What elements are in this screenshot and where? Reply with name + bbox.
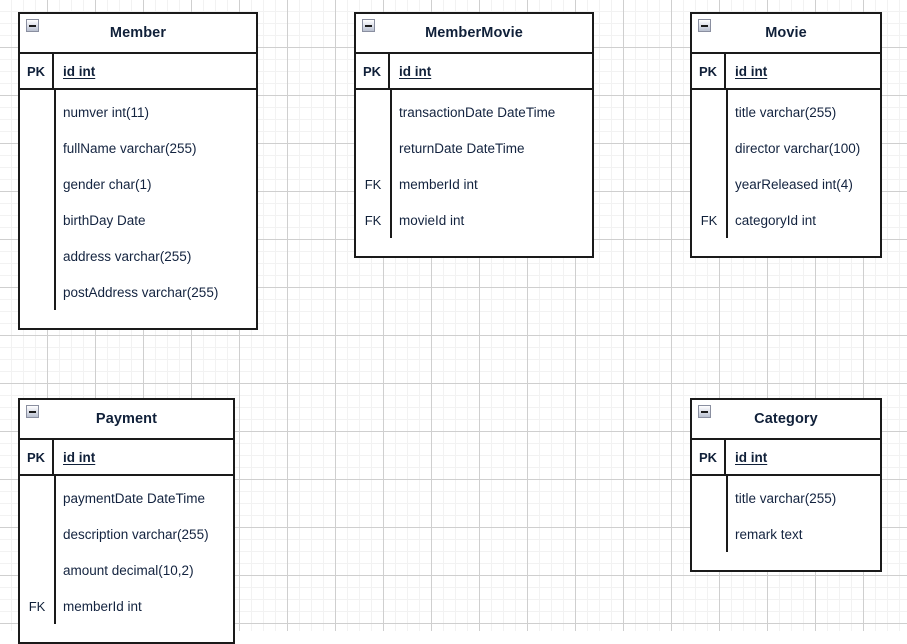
attribute-name: birthDay Date bbox=[63, 212, 146, 228]
column-divider bbox=[726, 90, 728, 238]
primary-key-row[interactable]: PK id int bbox=[692, 440, 880, 476]
attribute-name: description varchar(255) bbox=[63, 526, 209, 542]
attribute-name: gender char(1) bbox=[63, 176, 152, 192]
attribute-row[interactable]: birthDay Date bbox=[20, 202, 256, 238]
primary-key-name: id int bbox=[735, 63, 768, 79]
attribute-row[interactable]: remark text bbox=[692, 516, 880, 552]
attribute-row[interactable]: address varchar(255) bbox=[20, 238, 256, 274]
attribute-row[interactable]: FK memberId int bbox=[356, 166, 592, 202]
minimize-icon[interactable] bbox=[698, 405, 711, 418]
entity-header[interactable]: Movie bbox=[692, 14, 880, 54]
attribute-row[interactable]: fullName varchar(255) bbox=[20, 130, 256, 166]
attribute-name: movieId int bbox=[399, 212, 465, 228]
primary-key-row[interactable]: PK id int bbox=[20, 54, 256, 90]
attribute-name: title varchar(255) bbox=[735, 490, 837, 506]
attribute-row[interactable]: postAddress varchar(255) bbox=[20, 274, 256, 310]
primary-key-row[interactable]: PK id int bbox=[692, 54, 880, 90]
attribute-name: categoryId int bbox=[735, 212, 817, 228]
attribute-list: title varchar(255) director varchar(100) y… bbox=[692, 90, 880, 256]
entity-title: Movie bbox=[765, 24, 807, 41]
foreign-key-badge: FK bbox=[364, 176, 382, 192]
entity-title: Category bbox=[754, 410, 818, 427]
attribute-name: director varchar(100) bbox=[735, 140, 861, 156]
column-divider bbox=[726, 476, 728, 552]
primary-key-row[interactable]: PK id int bbox=[356, 54, 592, 90]
attribute-row[interactable]: paymentDate DateTime bbox=[20, 480, 233, 516]
attribute-row[interactable]: transactionDate DateTime bbox=[356, 94, 592, 130]
entity-header[interactable]: MemberMovie bbox=[356, 14, 592, 54]
attribute-name: remark text bbox=[735, 526, 803, 542]
primary-key-name: id int bbox=[735, 449, 768, 465]
attribute-row[interactable]: FK movieId int bbox=[356, 202, 592, 238]
attribute-name: yearReleased int(4) bbox=[735, 176, 853, 192]
primary-key-name: id int bbox=[63, 449, 96, 465]
primary-key-name: id int bbox=[63, 63, 96, 79]
attribute-name: amount decimal(10,2) bbox=[63, 562, 194, 578]
entity-header[interactable]: Member bbox=[20, 14, 256, 54]
column-divider bbox=[54, 476, 56, 624]
primary-key-badge: PK bbox=[20, 440, 54, 474]
attribute-row[interactable]: returnDate DateTime bbox=[356, 130, 592, 166]
minimize-icon[interactable] bbox=[698, 19, 711, 32]
attribute-name: fullName varchar(255) bbox=[63, 140, 197, 156]
attribute-list: paymentDate DateTime description varchar(… bbox=[20, 476, 233, 642]
entity-title: MemberMovie bbox=[425, 24, 523, 41]
attribute-name: postAddress varchar(255) bbox=[63, 284, 219, 300]
primary-key-row[interactable]: PK id int bbox=[20, 440, 233, 476]
column-divider bbox=[54, 90, 56, 310]
attribute-row[interactable]: description varchar(255) bbox=[20, 516, 233, 552]
entity-header[interactable]: Payment bbox=[20, 400, 233, 440]
attribute-row[interactable]: amount decimal(10,2) bbox=[20, 552, 233, 588]
attribute-list: title varchar(255) remark text bbox=[692, 476, 880, 570]
attribute-name: paymentDate DateTime bbox=[63, 490, 206, 506]
attribute-name: title varchar(255) bbox=[735, 104, 837, 120]
minimize-icon[interactable] bbox=[362, 19, 375, 32]
attribute-name: memberId int bbox=[63, 598, 142, 614]
attribute-list: transactionDate DateTime returnDate DateT… bbox=[356, 90, 592, 256]
attribute-row[interactable]: FK categoryId int bbox=[692, 202, 880, 238]
attribute-list: numver int(11) fullName varchar(255) gende… bbox=[20, 90, 256, 328]
attribute-name: address varchar(255) bbox=[63, 248, 192, 264]
entity-header[interactable]: Category bbox=[692, 400, 880, 440]
foreign-key-badge: FK bbox=[364, 212, 382, 228]
attribute-name: transactionDate DateTime bbox=[399, 104, 556, 120]
primary-key-badge: PK bbox=[692, 54, 726, 88]
primary-key-name: id int bbox=[399, 63, 432, 79]
attribute-row[interactable]: yearReleased int(4) bbox=[692, 166, 880, 202]
attribute-name: memberId int bbox=[399, 176, 478, 192]
attribute-row[interactable]: numver int(11) bbox=[20, 94, 256, 130]
minimize-icon[interactable] bbox=[26, 405, 39, 418]
entity-title: Payment bbox=[95, 410, 158, 427]
attribute-row[interactable]: FK memberId int bbox=[20, 588, 233, 624]
attribute-row[interactable]: title varchar(255) bbox=[692, 480, 880, 516]
foreign-key-badge: FK bbox=[28, 598, 46, 614]
attribute-name: returnDate DateTime bbox=[399, 140, 525, 156]
primary-key-badge: PK bbox=[356, 54, 390, 88]
minimize-icon[interactable] bbox=[26, 19, 39, 32]
attribute-row[interactable]: gender char(1) bbox=[20, 166, 256, 202]
primary-key-badge: PK bbox=[692, 440, 726, 474]
attribute-row[interactable]: title varchar(255) bbox=[692, 94, 880, 130]
foreign-key-badge: FK bbox=[700, 212, 718, 228]
primary-key-badge: PK bbox=[20, 54, 54, 88]
attribute-name: numver int(11) bbox=[63, 104, 150, 120]
column-divider bbox=[390, 90, 392, 238]
entity-title: Member bbox=[109, 24, 167, 41]
attribute-row[interactable]: director varchar(100) bbox=[692, 130, 880, 166]
